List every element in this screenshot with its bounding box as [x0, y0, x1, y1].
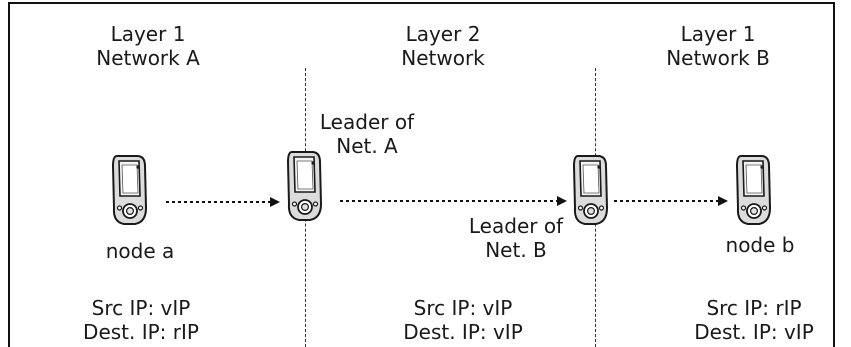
src-ip-text: Src IP: rIP: [706, 296, 802, 320]
leader-b-label: Leader of Net. B: [469, 214, 563, 262]
leader-a-label: Leader of Net. A: [320, 110, 414, 158]
node-a-label: node a: [105, 239, 175, 263]
layer-title-line1: Layer 1: [680, 22, 756, 46]
dest-ip-text: Dest. IP: rIP: [83, 320, 199, 344]
leader-label-line1: Leader of: [319, 110, 415, 134]
layer-title-line2: Network: [401, 46, 485, 70]
node-b-label: node b: [725, 233, 795, 257]
ip-info-layer2-network: Src IP: vIP Dest. IP: vIP: [403, 296, 523, 344]
phone-icon: [287, 151, 322, 221]
layer-title-layer2-network: Layer 2 Network: [401, 22, 485, 70]
layer-title-line2: Network A: [96, 46, 200, 70]
layer-title-line1: Layer 2: [405, 22, 481, 46]
src-ip-text: Src IP: vIP: [91, 296, 191, 320]
phone-icon: [736, 155, 771, 225]
leader-label-line1: Leader of: [468, 214, 564, 238]
diagram-frame: [8, 2, 835, 347]
leader-label-line2: Net. A: [336, 134, 398, 158]
leader-label-line2: Net. B: [485, 238, 547, 262]
phone-icon: [573, 155, 608, 225]
phone-icon: [112, 155, 147, 225]
ip-info-network-a: Src IP: vIP Dest. IP: rIP: [83, 296, 199, 344]
ip-info-network-b: Src IP: rIP Dest. IP: vIP: [694, 296, 814, 344]
layer-title-network-a: Layer 1 Network A: [96, 22, 200, 70]
dest-ip-text: Dest. IP: vIP: [694, 320, 814, 344]
dest-ip-text: Dest. IP: vIP: [403, 320, 523, 344]
layer-title-network-b: Layer 1 Network B: [666, 22, 770, 70]
layer-title-line1: Layer 1: [110, 22, 186, 46]
layer-title-line2: Network B: [666, 46, 770, 70]
src-ip-text: Src IP: vIP: [413, 296, 513, 320]
